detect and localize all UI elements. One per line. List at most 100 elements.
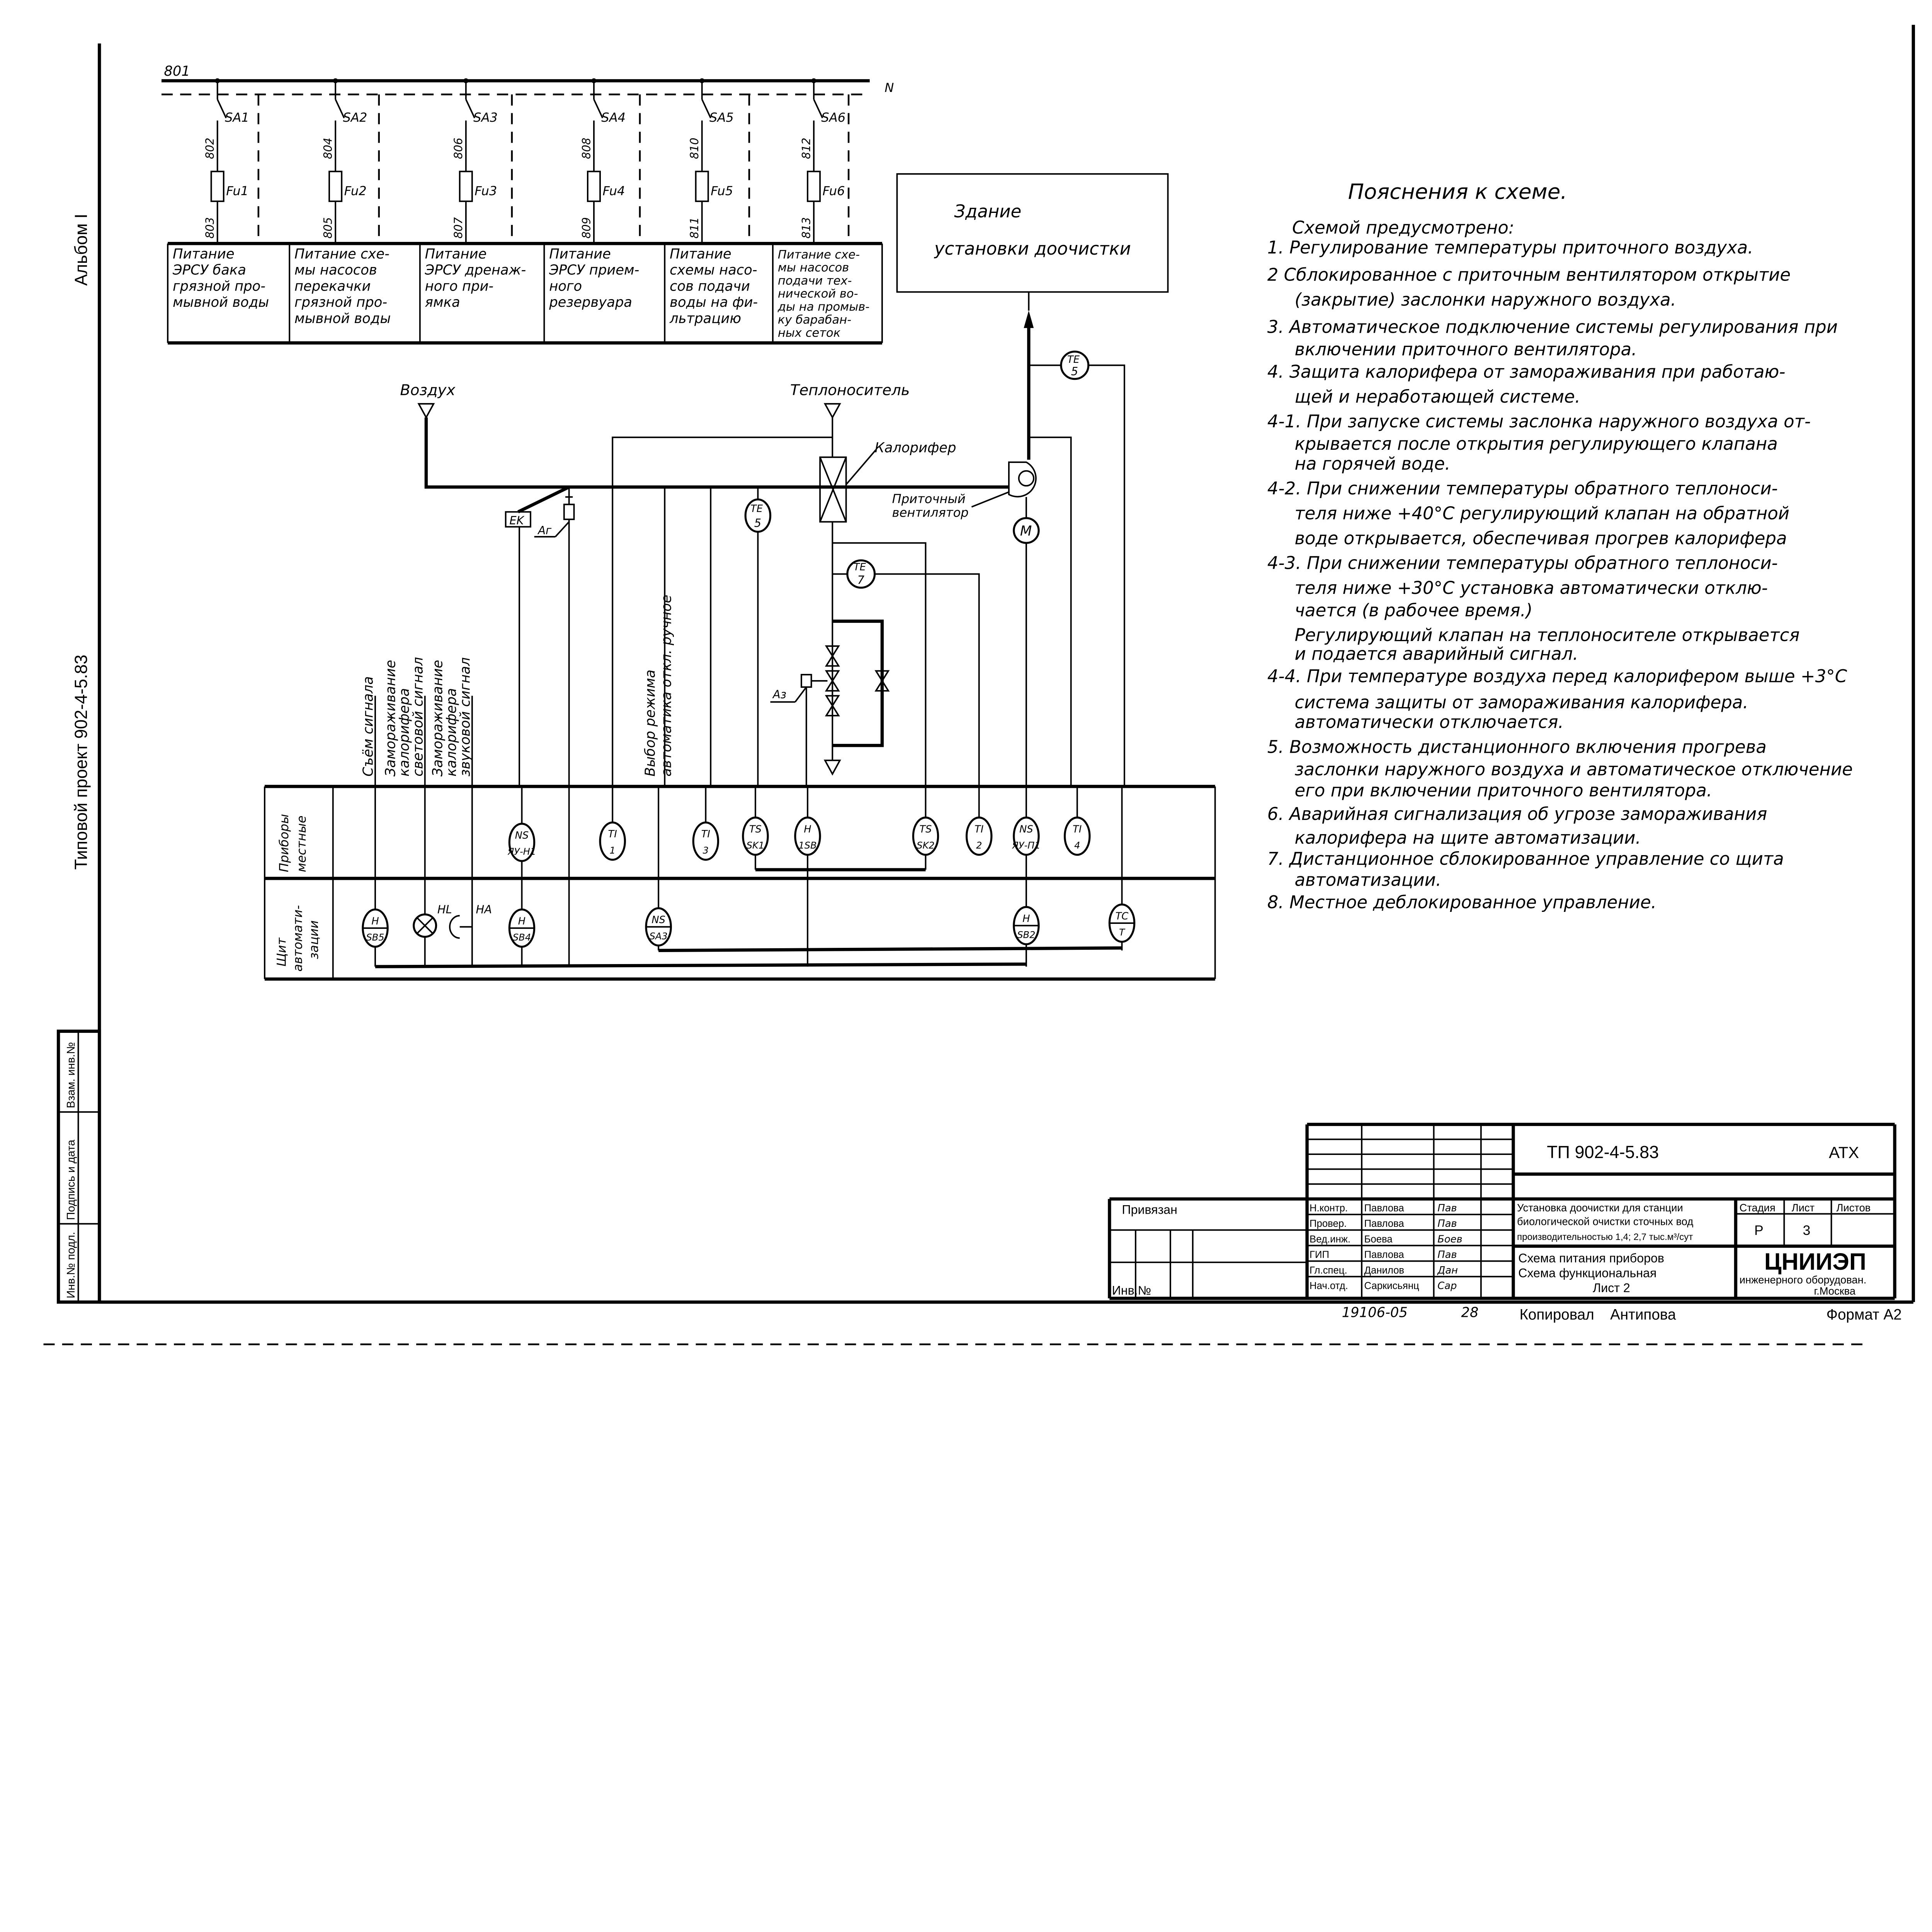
note-line: 6. Аварийная сигнализация об угрозе замо…: [1267, 804, 1767, 824]
svg-text:Fu5: Fu5: [711, 184, 733, 198]
note-line: 1. Регулирование температуры приточного …: [1267, 237, 1753, 258]
svg-text:Копировал: Копировал: [1519, 1306, 1594, 1323]
note-line: система защиты от замораживания калорифе…: [1294, 692, 1748, 713]
svg-text:Павлова: Павлова: [1364, 1203, 1405, 1214]
svg-text:803: 803: [203, 217, 216, 238]
table-cell-text: ды на промыв-: [777, 300, 869, 314]
svg-text:TI: TI: [608, 828, 617, 840]
svg-text:Вед.инж.: Вед.инж.: [1310, 1234, 1350, 1245]
building-box: Здание установки доочистки: [896, 173, 1169, 293]
svg-text:2: 2: [976, 840, 982, 851]
table-cell-text: резервуара: [549, 294, 632, 310]
table-cell-text: мы насосов: [778, 261, 849, 275]
svg-text:Fu4: Fu4: [602, 184, 625, 198]
note-line: его при включении приточного вентилятора…: [1294, 780, 1712, 801]
heat-carrier-label: Теплоноситель: [790, 382, 910, 399]
svg-text:Лист 2: Лист 2: [1593, 1281, 1630, 1295]
local-instrument: TI2: [966, 816, 993, 856]
svg-text:ГИП: ГИП: [1310, 1250, 1329, 1260]
svg-text:SB2: SB2: [1017, 930, 1035, 940]
note-line: автоматически отключается.: [1294, 712, 1563, 732]
lamp-icon: [413, 913, 437, 938]
horn-icon: [449, 915, 472, 939]
table-cell-text: нической во-: [778, 287, 858, 301]
svg-text:Инв.№: Инв.№: [1112, 1283, 1151, 1297]
note-line: 2 Сблокированное с приточным вентиляторо…: [1267, 265, 1791, 285]
svg-text:NS: NS: [651, 914, 665, 926]
svg-text:805: 805: [321, 217, 335, 238]
svg-text:Схема функциональная: Схема функциональная: [1518, 1266, 1656, 1280]
svg-text:автомати-: автомати-: [290, 905, 305, 971]
svg-text:5: 5: [754, 516, 761, 529]
svg-text:установки доочистки: установки доочистки: [934, 238, 1131, 259]
svg-text:автоматика откл. ручное: автоматика откл. ручное: [658, 595, 674, 776]
fuse-icon: [587, 170, 601, 202]
note-line: заслонки наружного воздуха и автоматичес…: [1294, 759, 1852, 779]
svg-text:калорифера: калорифера: [396, 688, 412, 777]
svg-text:TS: TS: [749, 823, 762, 835]
svg-text:809: 809: [580, 217, 593, 238]
svg-text:1SB: 1SB: [798, 840, 816, 851]
note-line: 4-3. При снижении температуры обратного …: [1267, 553, 1778, 573]
svg-text:SA6: SA6: [821, 110, 845, 125]
table-cell-text: ямка: [425, 294, 460, 310]
fuse-icon: [695, 170, 709, 202]
note-line: 4-2. При снижении температуры обратного …: [1267, 478, 1778, 499]
local-instrument: TI3: [692, 821, 719, 861]
svg-text:H: H: [518, 915, 526, 927]
svg-text:Павлова: Павлова: [1364, 1250, 1405, 1260]
svg-text:NS: NS: [515, 830, 529, 841]
svg-text:Формат А2: Формат А2: [1827, 1306, 1902, 1323]
svg-text:Fu2: Fu2: [344, 184, 367, 198]
svg-text:M: M: [1020, 523, 1032, 539]
svg-text:802: 802: [203, 138, 216, 159]
svg-text:TI: TI: [1073, 823, 1082, 835]
svg-text:7: 7: [857, 573, 865, 587]
instrument-panel: Приборы местные Щит автомати- зации NSЯУ…: [264, 785, 1216, 981]
fuse-icon: [459, 170, 473, 202]
note-line: 4. Защита калорифера от замораживания пр…: [1267, 361, 1786, 382]
svg-text:Взам. инв.№: Взам. инв.№: [65, 1042, 77, 1108]
table-cell-text: ЭРСУ бака: [172, 262, 246, 278]
table-cell-text: ного при-: [425, 278, 494, 294]
table-cell-text: ных сеток: [778, 326, 841, 340]
svg-text:Подпись и дата: Подпись и дата: [65, 1139, 77, 1220]
svg-text:Инв.№ подл.: Инв.№ подл.: [65, 1232, 77, 1298]
project-code: ТП 902-4-5.83: [1547, 1142, 1659, 1162]
table-cell-text: Питание: [425, 246, 487, 262]
note-line: 7. Дистанционное сблокированное управлен…: [1267, 849, 1784, 869]
control-valve-icon: [825, 645, 890, 717]
svg-text:SA4: SA4: [601, 110, 626, 125]
note-line: (закрытие) заслонки наружного воздуха.: [1294, 289, 1676, 310]
svg-text:производительностью 1,4; 2,7 т: производительностью 1,4; 2,7 тыс.м³/сут: [1517, 1232, 1693, 1242]
notes-intro: Схемой предусмотрено:: [1292, 217, 1514, 238]
switch-icon: [813, 99, 823, 119]
signature: Пав: [1437, 1218, 1457, 1230]
table-cell-text: ЭРСУ прием-: [549, 262, 639, 278]
svg-text:SK1: SK1: [747, 840, 764, 851]
note-line: воде открывается, обеспечивая прогрев ка…: [1294, 528, 1787, 548]
svg-text:EK: EK: [509, 514, 524, 527]
svg-text:Привязан: Привязан: [1122, 1202, 1177, 1216]
svg-text:Стадия: Стадия: [1740, 1202, 1776, 1214]
note-line: теля ниже +40°С регулирующий клапан на о…: [1294, 503, 1789, 524]
switch-icon: [216, 99, 227, 119]
table-cell-text: сов подачи: [670, 278, 750, 294]
svg-text:Выбор режима: Выбор режима: [643, 670, 658, 777]
note-line: 4-4. При температуре воздуха перед калор…: [1267, 666, 1847, 686]
svg-text:ЯУ-П1: ЯУ-П1: [1012, 840, 1041, 851]
svg-text:812: 812: [799, 138, 813, 159]
fan-symbol: [1008, 461, 1037, 498]
ha-label: HA: [476, 903, 492, 916]
svg-text:SA3: SA3: [473, 110, 498, 125]
svg-text:Замораживание: Замораживание: [383, 660, 399, 777]
signature: Боев: [1437, 1233, 1462, 1245]
table-cell-text: Питание: [549, 246, 611, 262]
svg-text:813: 813: [799, 217, 813, 238]
